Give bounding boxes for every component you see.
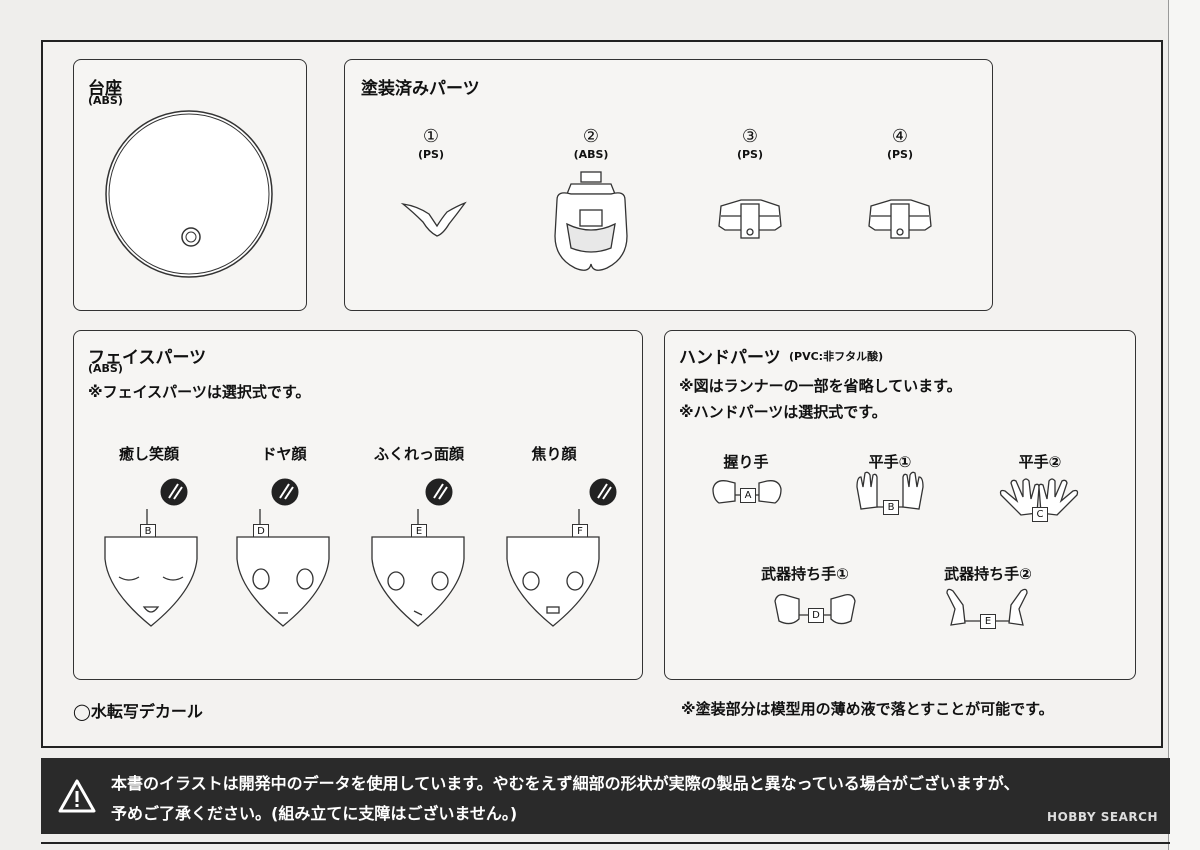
hand-tag-1: A bbox=[740, 488, 756, 503]
part-2-number: ② bbox=[582, 126, 600, 147]
hand-parts-panel: ハンドパーツ (PVC:非フタル酸) ※図はランナーの一部を省略しています。 ※… bbox=[664, 330, 1136, 680]
face-name-2: ドヤ顔 bbox=[261, 445, 307, 463]
bottom-rule bbox=[41, 842, 1170, 844]
hand-parts-note-1: ※図はランナーの一部を省略しています。 bbox=[679, 377, 962, 395]
part-4-number: ④ bbox=[891, 126, 909, 147]
notice-line-2: 予めご了承ください。(組み立てに支障はございません。) bbox=[111, 804, 518, 823]
stand-title: 台座 bbox=[88, 79, 122, 99]
hand-name-2: 平手① bbox=[868, 453, 912, 471]
face-parts-panel: フェイスパーツ (ABS) ※フェイスパーツは選択式です。 癒し笑顔 ドヤ顔 ふ… bbox=[73, 330, 643, 680]
part-1-drawing bbox=[400, 201, 467, 237]
face-name-1: 癒し笑顔 bbox=[118, 445, 179, 463]
face-3-drawing bbox=[371, 509, 465, 627]
decal-label: ◯水転写デカール bbox=[73, 702, 203, 721]
hand-tag-2: B bbox=[883, 500, 899, 515]
face-tag-4: F bbox=[572, 524, 588, 539]
part-2-drawing bbox=[554, 171, 628, 271]
face-1-drawing bbox=[104, 509, 198, 627]
painted-parts-illustrations bbox=[400, 171, 932, 271]
face-parts-note: ※フェイスパーツは選択式です。 bbox=[88, 383, 311, 401]
hand-3-drawing bbox=[999, 478, 1079, 516]
face-2-drawing bbox=[236, 509, 330, 627]
hand-illustrations bbox=[712, 471, 1079, 626]
stand-material: (ABS) bbox=[88, 94, 123, 107]
stand-panel: 台座 (ABS) bbox=[73, 59, 307, 311]
part-4-material: (PS) bbox=[886, 148, 914, 161]
hand-parts-note-2: ※ハンドパーツは選択式です。 bbox=[679, 403, 887, 421]
stand-base-illustration bbox=[105, 110, 273, 278]
part-2-material: (ABS) bbox=[573, 148, 609, 161]
part-4-drawing bbox=[868, 199, 932, 239]
hand-name-5: 武器持ち手② bbox=[944, 565, 1032, 583]
painted-parts-title: 塗装済みパーツ bbox=[361, 79, 480, 99]
hand-name-1: 握り手 bbox=[723, 453, 769, 471]
hand-tag-5: E bbox=[980, 614, 996, 629]
hand-tag-3: C bbox=[1032, 507, 1048, 522]
hand-name-3: 平手② bbox=[1018, 453, 1062, 471]
warning-icon bbox=[58, 779, 96, 813]
face-illustrations bbox=[104, 478, 617, 627]
part-1-number: ① bbox=[422, 126, 440, 147]
nipper-icon bbox=[160, 478, 617, 506]
painted-parts-panel: 塗装済みパーツ ① (PS) ② (ABS) ③ (PS) ④ (PS) bbox=[344, 59, 993, 311]
hand-name-4: 武器持ち手① bbox=[761, 565, 849, 583]
face-name-3: ふくれっ面顔 bbox=[373, 445, 464, 463]
face-4-drawing bbox=[506, 509, 600, 627]
face-name-4: 焦り顔 bbox=[531, 445, 577, 463]
part-3-material: (PS) bbox=[736, 148, 764, 161]
notice-line-1: 本書のイラストは開発中のデータを使用しています。やむをえず細部の形状が実際の製品… bbox=[111, 774, 1020, 793]
part-3-number: ③ bbox=[741, 126, 759, 147]
part-3-drawing bbox=[718, 199, 782, 239]
paint-removal-note: ※塗装部分は模型用の薄め液で落とすことが可能です。 bbox=[681, 700, 1054, 718]
page-edge bbox=[1168, 0, 1200, 850]
watermark: HOBBY SEARCH bbox=[1047, 810, 1158, 824]
parts-list-frame: 台座 (ABS) 塗装済みパーツ ① (PS) ② (ABS) ③ (PS) ④… bbox=[41, 40, 1163, 748]
part-1-material: (PS) bbox=[417, 148, 445, 161]
face-parts-material: (ABS) bbox=[88, 362, 123, 375]
hand-parts-title: ハンドパーツ bbox=[679, 348, 781, 368]
hand-parts-material: (PVC:非フタル酸) bbox=[789, 350, 884, 363]
hand-4-drawing bbox=[774, 593, 856, 625]
notice-banner: 本書のイラストは開発中のデータを使用しています。やむをえず細部の形状が実際の製品… bbox=[41, 758, 1170, 834]
face-parts-title: フェイスパーツ bbox=[88, 348, 207, 368]
hand-tag-4: D bbox=[808, 608, 824, 623]
